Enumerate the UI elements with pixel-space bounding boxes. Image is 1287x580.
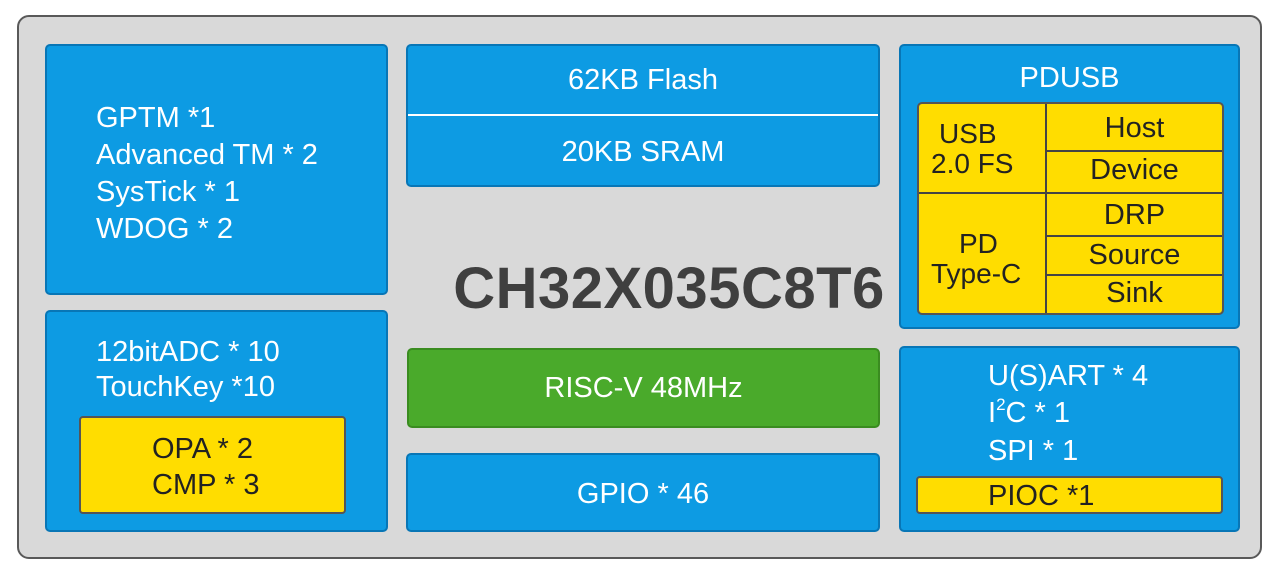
pioc-block: PIOC *1 xyxy=(916,476,1223,514)
usb-label-line2: 2.0 FS xyxy=(931,148,1014,179)
usb-mode-device: Device xyxy=(1090,154,1179,186)
touchkey-line: TouchKey *10 xyxy=(96,371,275,403)
opa-cmp-block: OPA * 2 CMP * 3 xyxy=(79,416,346,514)
i2c-prefix: I xyxy=(988,397,997,429)
pd-mode-divider-2 xyxy=(1046,274,1222,276)
pd-label-line2: Type-C xyxy=(931,258,1022,289)
timer-line-gptm: GPTM *1 xyxy=(96,102,216,134)
pdusb-group-divider xyxy=(919,192,1222,194)
sram-label: 20KB SRAM xyxy=(561,136,725,168)
memory-divider xyxy=(408,114,878,116)
usb-mode-host: Host xyxy=(1104,112,1165,144)
pd-label-line1: PD xyxy=(959,228,998,259)
i2c-suffix: C * 1 xyxy=(1005,397,1071,429)
pd-mode-divider-1 xyxy=(1046,235,1222,237)
comms-block: U(S)ART * 4 I2C * 1 SPI * 1 PIOC *1 xyxy=(899,346,1240,532)
pdusb-modes-panel: USB 2.0 FS Host Device PD Type-C DRP Sou… xyxy=(917,102,1224,315)
pdusb-title: PDUSB xyxy=(1019,62,1120,94)
usart-line: U(S)ART * 4 xyxy=(988,360,1149,392)
spi-line: SPI * 1 xyxy=(988,435,1079,467)
pioc-label: PIOC *1 xyxy=(988,480,1095,512)
pd-mode-source: Source xyxy=(1088,239,1181,271)
usb-label-line1: USB xyxy=(939,118,997,149)
i2c-line: I2C * 1 xyxy=(988,395,1238,431)
pdusb-vertical-divider xyxy=(1045,104,1047,313)
flash-label: 62KB Flash xyxy=(568,64,718,96)
core-label: RISC-V 48MHz xyxy=(544,372,743,404)
cmp-line: CMP * 3 xyxy=(152,469,260,501)
timer-line-wdog: WDOG * 2 xyxy=(96,213,233,245)
gpio-block: GPIO * 46 xyxy=(406,453,880,532)
i2c-superscript: 2 xyxy=(996,395,1006,414)
gpio-label: GPIO * 46 xyxy=(576,478,710,510)
chip-name: CH32X035C8T6 xyxy=(453,256,885,321)
chip-package: GPTM *1 Advanced TM * 2 SysTick * 1 WDOG… xyxy=(17,15,1262,559)
pdusb-block: PDUSB USB 2.0 FS Host Device PD Type-C D… xyxy=(899,44,1240,329)
usb-mode-divider xyxy=(1046,150,1222,152)
core-block: RISC-V 48MHz xyxy=(407,348,880,428)
memory-block: 62KB Flash 20KB SRAM xyxy=(406,44,880,187)
pd-mode-sink: Sink xyxy=(1106,277,1163,309)
analog-block: 12bitADC * 10 TouchKey *10 OPA * 2 CMP *… xyxy=(45,310,388,532)
pd-mode-drp: DRP xyxy=(1103,199,1166,231)
timers-block: GPTM *1 Advanced TM * 2 SysTick * 1 WDOG… xyxy=(45,44,388,295)
opa-line: OPA * 2 xyxy=(152,433,254,465)
timer-line-systick: SysTick * 1 xyxy=(96,176,240,208)
adc-line: 12bitADC * 10 xyxy=(96,336,280,368)
timer-line-advanced-tm: Advanced TM * 2 xyxy=(96,139,318,171)
